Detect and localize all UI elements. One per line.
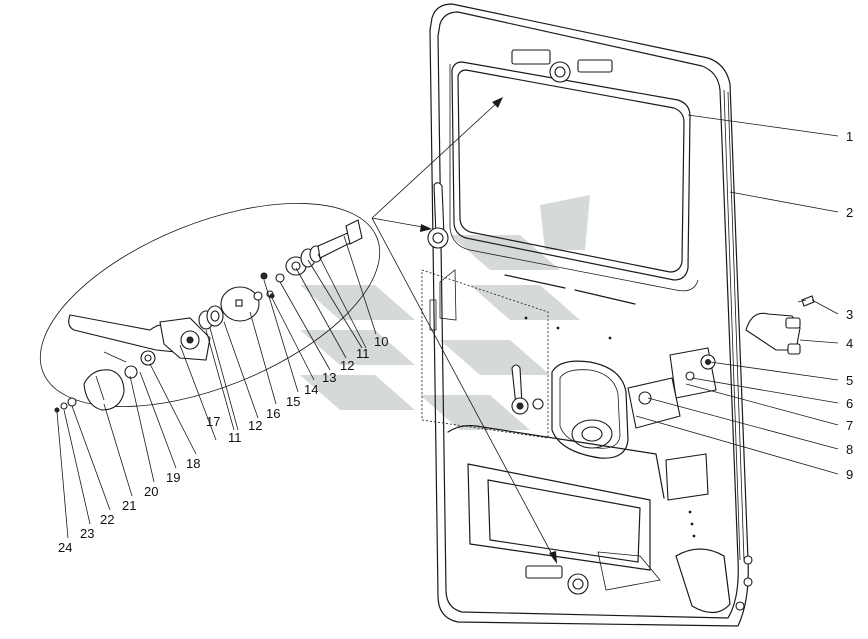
lower-box — [665, 453, 709, 501]
callout-21: 21 — [122, 498, 136, 513]
hinge-parts-right — [745, 295, 815, 355]
callout-12-lower: 12 — [248, 418, 262, 433]
callout-2: 2 — [846, 205, 853, 220]
screw-3 — [801, 295, 815, 307]
door-inner-frame — [437, 11, 739, 619]
callout-6: 6 — [846, 396, 853, 411]
callout-15: 15 — [286, 394, 300, 409]
callout-11-lower: 11 — [228, 430, 242, 445]
top-latch-bracket — [511, 49, 551, 65]
callout-13: 13 — [322, 370, 336, 385]
door-assembly — [421, 3, 753, 627]
callout-3: 3 — [846, 307, 853, 322]
explode-arrows — [371, 97, 557, 564]
handle-arm — [68, 314, 177, 353]
leader-lines — [56, 114, 839, 539]
callout-14: 14 — [304, 382, 318, 397]
callout-7: 7 — [846, 418, 853, 433]
callout-11-upper: 11 — [356, 346, 370, 361]
right-lower-bracket — [675, 548, 731, 614]
callout-1: 1 — [846, 129, 853, 144]
door-window — [451, 61, 691, 281]
callout-24: 24 — [58, 540, 72, 555]
callout-9: 9 — [846, 467, 853, 482]
detail-ellipse — [39, 202, 381, 408]
hinge-plate-lower — [627, 377, 681, 429]
lock-cylinder — [83, 369, 125, 411]
callouts-right: 1 2 3 4 5 6 7 8 9 — [846, 129, 853, 482]
lower-pocket — [467, 463, 651, 571]
exploded-parts — [54, 219, 363, 413]
callout-19: 19 — [166, 470, 180, 485]
door-outer-frame — [429, 3, 749, 627]
callout-17: 17 — [206, 414, 220, 429]
watermark-logo — [300, 195, 590, 430]
door-recess — [551, 360, 629, 459]
callout-8: 8 — [846, 442, 853, 457]
callout-23: 23 — [80, 526, 94, 541]
callout-22: 22 — [100, 512, 114, 527]
lock-nut — [124, 365, 138, 379]
callout-16: 16 — [266, 406, 280, 421]
callouts-left: 10 11 12 13 14 15 16 12 11 17 18 19 20 2… — [58, 334, 388, 555]
callout-20: 20 — [144, 484, 158, 499]
callout-10: 10 — [374, 334, 388, 349]
bottom-latch-bracket — [525, 565, 563, 579]
callout-4: 4 — [846, 336, 853, 351]
callout-18: 18 — [186, 456, 200, 471]
callout-5: 5 — [846, 373, 853, 388]
callout-12-upper: 12 — [340, 358, 354, 373]
inner-panel-dashed — [421, 269, 549, 439]
